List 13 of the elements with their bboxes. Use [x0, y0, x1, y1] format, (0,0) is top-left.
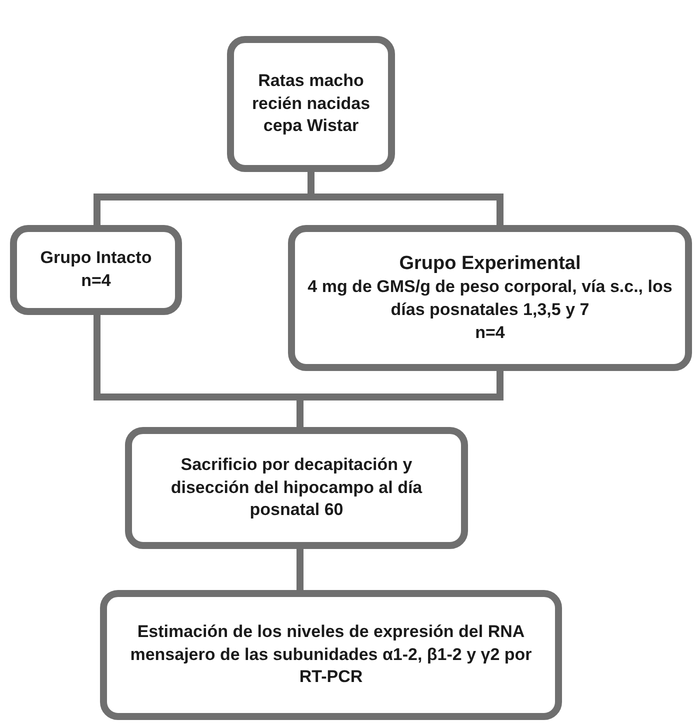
box-text: Ratas macho recién nacidas cepa Wistar — [250, 70, 372, 138]
box-text: n=4 — [81, 270, 111, 292]
box-text: Sacrificio por decapitación y disección del hipocampo al día posnatal 60 — [170, 454, 424, 522]
process-box — [125, 427, 468, 549]
connector-line — [296, 549, 304, 590]
box-text: n=4 — [475, 322, 505, 344]
process-box — [288, 225, 692, 371]
process-box — [227, 36, 395, 172]
box-heading: Grupo Experimental — [399, 252, 581, 276]
box-heading: Grupo Intacto — [40, 247, 152, 270]
process-box — [100, 590, 562, 720]
process-box — [10, 225, 182, 315]
box-text: Estimación de los niveles de expresión del RNA mensajero de las subunidades α1-2, β1-2 y γ2 por RT-PCR — [129, 620, 533, 688]
